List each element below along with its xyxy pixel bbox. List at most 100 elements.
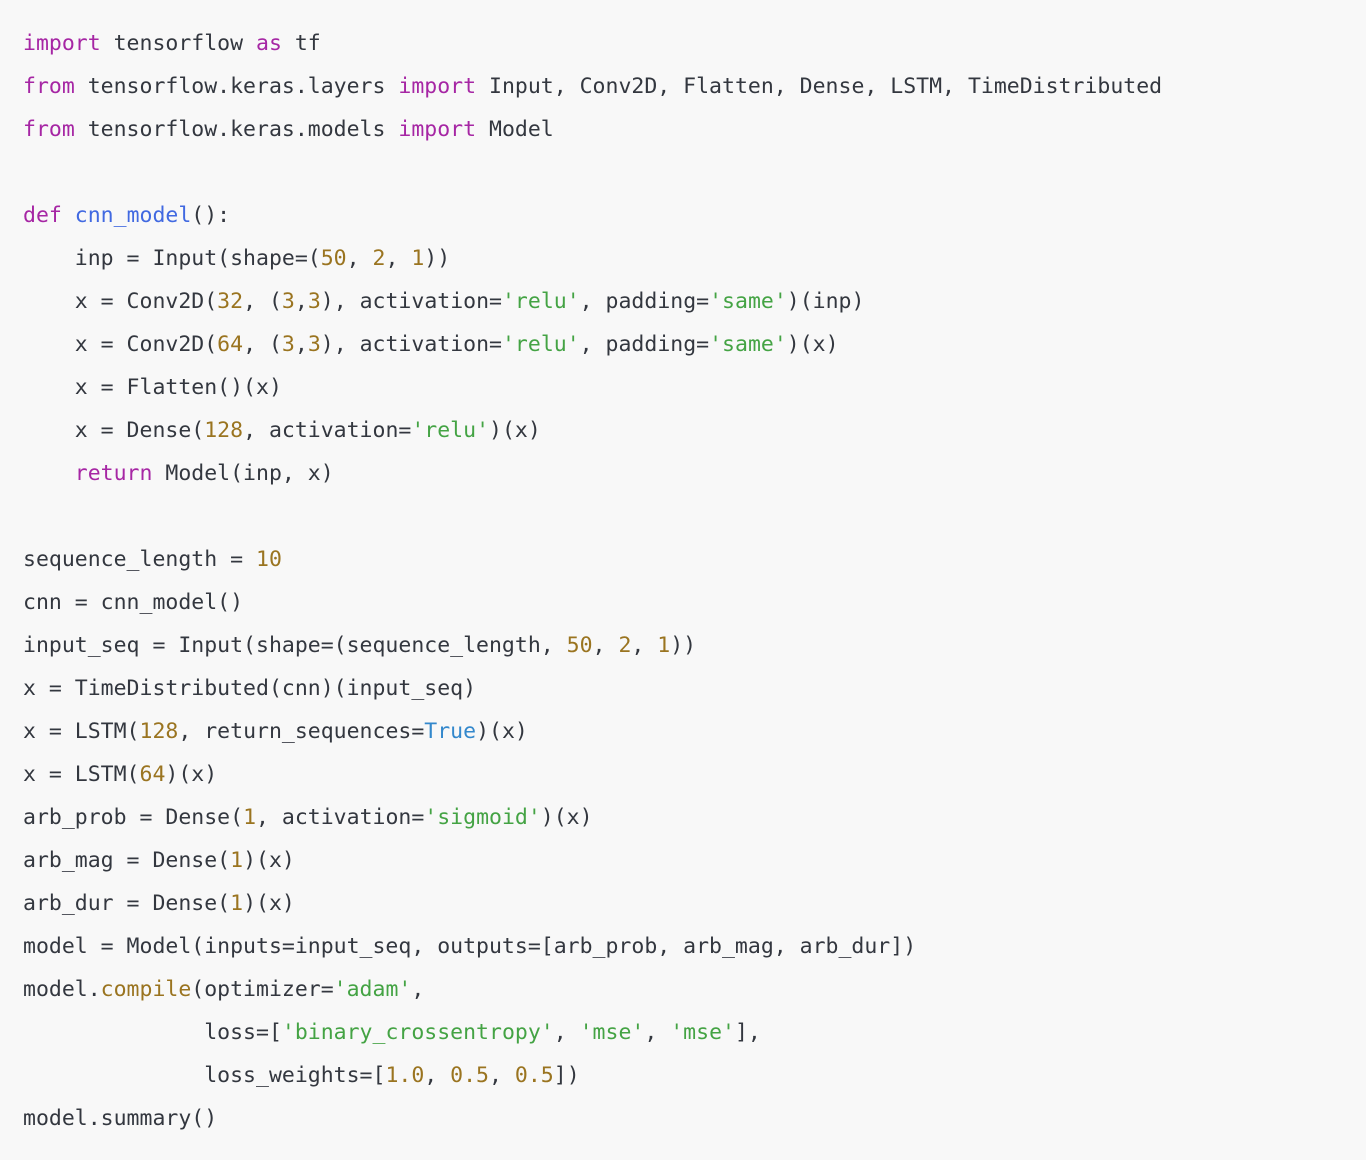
code-token-kw: from — [23, 117, 75, 142]
code-token-plain: inp = Input(shape=( — [23, 246, 321, 271]
code-token-plain: ], — [734, 1020, 761, 1045]
code-token-plain: )(x) — [786, 332, 839, 357]
code-token-num: 50 — [320, 246, 347, 271]
code-token-plain: cnn = cnn_model() — [23, 590, 244, 615]
code-token-plain: x = Conv2D( — [23, 332, 218, 357]
code-token-num: 0.5 — [514, 1063, 554, 1088]
code-token-plain: , return_sequences= — [178, 719, 425, 744]
code-token-plain: input_seq = Input(shape=(sequence_length… — [23, 633, 567, 658]
code-token-plain: , — [424, 1063, 451, 1088]
code-token-plain: x = TimeDistributed(cnn)(input_seq) — [23, 676, 477, 701]
code-line: model.summary() — [23, 1097, 1366, 1140]
code-token-kw: import — [23, 31, 101, 56]
code-token-plain: (): — [191, 203, 231, 228]
code-token-kw: import — [398, 117, 477, 142]
code-token-plain — [23, 461, 75, 486]
code-token-plain: , — [294, 332, 308, 357]
code-line: loss=['binary_crossentropy', 'mse', 'mse… — [23, 1011, 1366, 1054]
code-line: x = LSTM(64)(x) — [23, 753, 1366, 796]
code-token-num: 1.0 — [385, 1063, 425, 1088]
code-token-str: 'same' — [709, 289, 787, 314]
code-token-plain: Model(inp, x) — [152, 461, 334, 486]
code-token-plain: model. — [23, 977, 101, 1002]
code-line: x = Dense(128, activation='relu')(x) — [23, 409, 1366, 452]
code-token-plain: , padding= — [579, 332, 710, 357]
code-token-kw: from — [23, 74, 75, 99]
code-token-num: 2 — [372, 246, 386, 271]
code-token-num: 3 — [307, 332, 321, 357]
code-line: model = Model(inputs=input_seq, outputs=… — [23, 925, 1366, 968]
code-token-num: 10 — [256, 547, 282, 572]
code-line: x = Conv2D(64, (3,3), activation='relu',… — [23, 323, 1366, 366]
code-token-num: 64 — [139, 762, 166, 787]
code-token-plain: loss=[ — [23, 1020, 282, 1045]
code-token-plain: x = LSTM( — [23, 719, 140, 744]
code-line: input_seq = Input(shape=(sequence_length… — [23, 624, 1366, 667]
code-token-num: 3 — [307, 289, 321, 314]
code-line: cnn = cnn_model() — [23, 581, 1366, 624]
code-token-plain: )(x) — [165, 762, 218, 787]
code-token-num: 3 — [281, 289, 295, 314]
code-line: x = LSTM(128, return_sequences=True)(x) — [23, 710, 1366, 753]
code-token-plain: x = Conv2D( — [23, 289, 218, 314]
code-token-str: 'adam' — [333, 977, 412, 1002]
code-token-str: 'binary_crossentropy' — [281, 1020, 554, 1045]
code-line: import tensorflow as tf — [23, 22, 1366, 65]
code-line: inp = Input(shape=(50, 2, 1)) — [23, 237, 1366, 280]
code-token-plain: tensorflow.keras.layers — [74, 74, 399, 99]
code-line: arb_prob = Dense(1, activation='sigmoid'… — [23, 796, 1366, 839]
code-line: arb_mag = Dense(1)(x) — [23, 839, 1366, 882]
code-token-plain: (optimizer= — [191, 977, 334, 1002]
code-line: x = Conv2D(32, (3,3), activation='relu',… — [23, 280, 1366, 323]
code-token-plain: , activation= — [243, 418, 412, 443]
code-line — [23, 151, 1366, 194]
code-token-str: 'relu' — [501, 289, 580, 314]
code-token-plain: )(x) — [243, 848, 295, 873]
code-line: x = TimeDistributed(cnn)(input_seq) — [23, 667, 1366, 710]
code-token-plain: )) — [424, 246, 451, 271]
code-token-builtin: True — [424, 719, 477, 744]
code-token-num: 0.5 — [450, 1063, 490, 1088]
code-token-plain: , — [385, 246, 412, 271]
code-token-kw: def — [23, 203, 62, 228]
code-token-plain: , — [411, 977, 425, 1002]
code-token-kw: return — [74, 461, 153, 486]
code-token-num: 1 — [243, 805, 257, 830]
code-token-plain: model = Model(inputs=input_seq, outputs=… — [23, 934, 917, 959]
code-token-plain: )(x) — [489, 418, 541, 443]
code-token-plain: , ( — [243, 289, 282, 314]
code-line: model.compile(optimizer='adam', — [23, 968, 1366, 1011]
code-line: return Model(inp, x) — [23, 452, 1366, 495]
code-token-plain: )(x) — [243, 891, 295, 916]
code-token-str: 'same' — [709, 332, 787, 357]
code-token-plain: loss_weights=[ — [23, 1063, 386, 1088]
code-token-plain: ), activation= — [320, 332, 502, 357]
code-token-num: 3 — [281, 332, 295, 357]
code-token-plain: , — [592, 633, 619, 658]
code-token-str: 'mse' — [670, 1020, 735, 1045]
code-token-plain: x = Dense( — [23, 418, 205, 443]
code-token-str: 'mse' — [579, 1020, 645, 1045]
code-line: from tensorflow.keras.layers import Inpu… — [23, 65, 1366, 108]
code-token-plain: sequence_length = — [23, 547, 256, 572]
code-token-num: 32 — [217, 289, 244, 314]
code-token-plain: arb_dur = Dense( — [23, 891, 231, 916]
code-line: sequence_length = 10 — [23, 538, 1366, 581]
code-token-plain: , — [346, 246, 373, 271]
code-token-str: 'sigmoid' — [424, 805, 541, 830]
code-token-plain: )) — [670, 633, 697, 658]
code-token-plain: , ( — [243, 332, 282, 357]
code-token-plain: , — [631, 633, 658, 658]
code-token-plain: , — [553, 1020, 580, 1045]
code-token-num: 1 — [411, 246, 425, 271]
code-token-plain: , activation= — [256, 805, 425, 830]
code-token-plain: )(x) — [540, 805, 593, 830]
code-line: arb_dur = Dense(1)(x) — [23, 882, 1366, 925]
code-token-num: 64 — [217, 332, 244, 357]
code-token-plain: tensorflow — [100, 31, 257, 56]
code-token-num: 128 — [139, 719, 179, 744]
code-token-num: 128 — [204, 418, 244, 443]
code-token-plain: , — [489, 1063, 515, 1088]
code-token-num: 1 — [230, 891, 244, 916]
